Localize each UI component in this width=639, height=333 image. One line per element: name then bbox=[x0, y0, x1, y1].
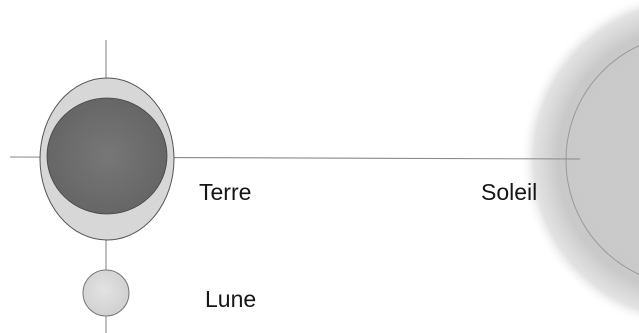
earth-label: Terre bbox=[199, 181, 251, 204]
earth-core bbox=[47, 98, 167, 214]
moon bbox=[83, 270, 129, 316]
sun-label: Soleil bbox=[481, 181, 537, 204]
moon-label: Lune bbox=[205, 288, 256, 311]
sun-glow bbox=[520, 0, 639, 332]
